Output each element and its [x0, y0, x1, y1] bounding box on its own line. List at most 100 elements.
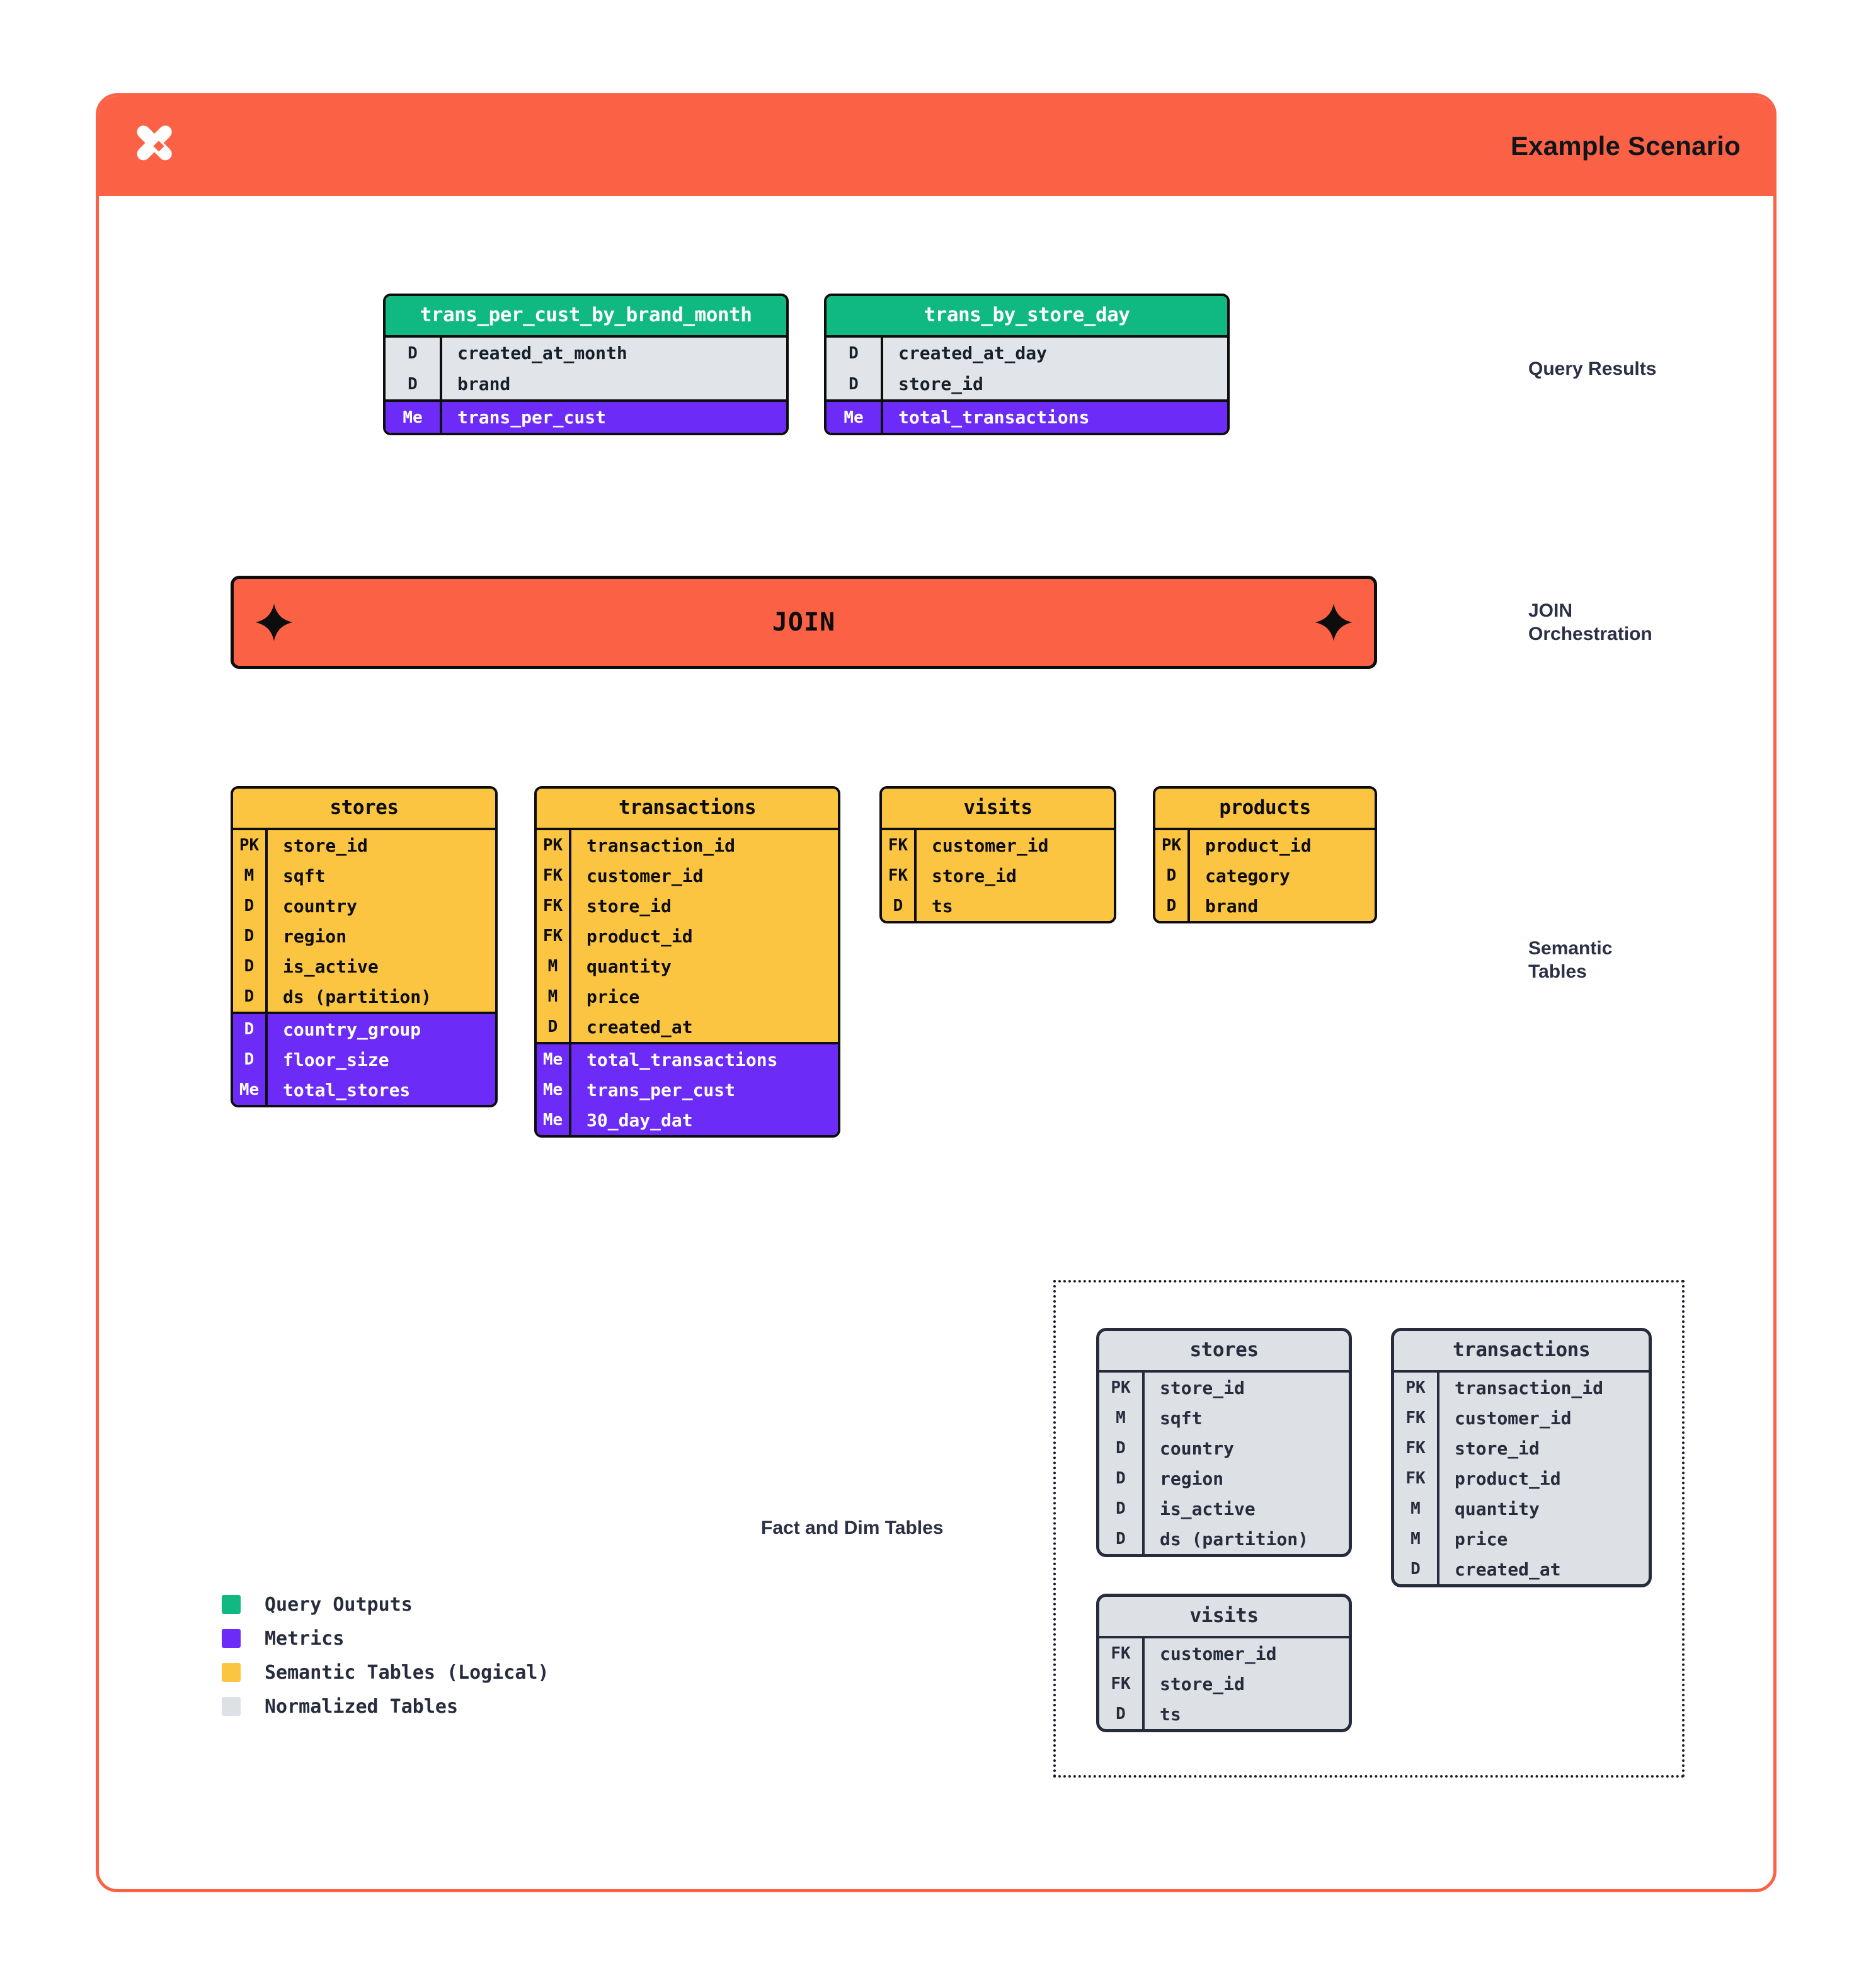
legend-label: Normalized Tables: [265, 1695, 459, 1718]
row-key: D: [827, 338, 883, 368]
query-result-table-trans-by-store-day[interactable]: trans_by_store_day D created_at_day D st…: [824, 294, 1230, 435]
row-field: store_id: [898, 374, 983, 394]
table-title: transactions: [537, 789, 838, 830]
table-row: FK store_id: [1099, 1669, 1349, 1699]
row-key: M: [1394, 1494, 1439, 1524]
row-key: PK: [1099, 1373, 1145, 1403]
row-field: total_transactions: [898, 407, 1090, 428]
row-field: created_at_month: [457, 343, 627, 363]
row-key: D: [537, 1012, 571, 1042]
row-key: Me: [233, 1075, 268, 1105]
row-key: D: [1155, 891, 1190, 921]
legend-item: Metrics: [222, 1621, 549, 1655]
table-row: Me trans_per_cust: [537, 1075, 838, 1105]
join-annotation-line1: JOIN: [1528, 600, 1573, 621]
row-key: Me: [827, 402, 883, 433]
row-key: D: [1155, 860, 1190, 891]
row-key: D: [233, 1044, 268, 1075]
join-orchestration-bar[interactable]: JOIN: [231, 576, 1377, 669]
table-row: FK product_id: [537, 921, 838, 951]
legend-item: Normalized Tables: [222, 1689, 549, 1723]
row-key: D: [386, 368, 442, 399]
row-field: customer_id: [932, 835, 1049, 856]
row-field: customer_id: [586, 865, 704, 886]
sparkle-icon: [254, 602, 294, 643]
row-key: FK: [1394, 1463, 1439, 1494]
row-field: price: [1455, 1528, 1508, 1550]
row-field: sqft: [1160, 1407, 1203, 1429]
row-key: FK: [537, 921, 571, 951]
row-key: FK: [1099, 1669, 1145, 1699]
join-annotation-line2: Orchestration: [1528, 623, 1652, 644]
row-field: ts: [1160, 1703, 1181, 1725]
row-key: M: [1099, 1403, 1145, 1433]
row-field: product_id: [586, 925, 693, 947]
row-key: Me: [386, 402, 442, 433]
row-field: customer_id: [1160, 1643, 1277, 1664]
row-field: floor_size: [283, 1049, 389, 1070]
table-row: Me trans_per_cust: [386, 402, 786, 433]
row-field: quantity: [1455, 1498, 1540, 1519]
row-key: D: [1099, 1433, 1145, 1463]
dimension-group: D created_at_day D store_id: [827, 338, 1227, 399]
row-field: store_id: [1160, 1673, 1245, 1694]
row-field: product_id: [1205, 835, 1312, 856]
row-field: trans_per_cust: [586, 1079, 736, 1100]
card-header: Example Scenario: [99, 96, 1773, 196]
row-key: Me: [537, 1075, 571, 1105]
semantic-annotation-line1: Semantic: [1528, 938, 1613, 959]
dimension-group: D created_at_month D brand: [386, 338, 786, 399]
semantic-annotation-line2: Tables: [1528, 961, 1587, 982]
row-key: M: [537, 981, 571, 1012]
row-field: is_active: [1160, 1498, 1256, 1519]
row-field: store_id: [283, 835, 368, 856]
row-field: total_stores: [283, 1079, 411, 1100]
row-key: D: [233, 921, 268, 951]
row-field: country_group: [283, 1019, 421, 1040]
row-field: customer_id: [1455, 1407, 1572, 1429]
row-field: sqft: [283, 865, 326, 886]
table-row: FK customer_id: [1394, 1403, 1649, 1433]
row-field: region: [283, 925, 347, 947]
metric-group: Me total_transactions: [827, 399, 1227, 433]
row-key: D: [827, 368, 883, 399]
row-field: total_transactions: [586, 1049, 778, 1070]
row-field: brand: [457, 374, 511, 394]
table-title: stores: [1099, 1331, 1349, 1373]
row-key: FK: [1394, 1403, 1439, 1433]
row-key: Me: [537, 1044, 571, 1075]
query-result-table-trans-per-cust-by-brand-month[interactable]: trans_per_cust_by_brand_month D created_…: [383, 294, 789, 435]
row-field: store_id: [1455, 1437, 1540, 1459]
legend-swatch-normalized-tables: [222, 1697, 241, 1716]
sparkle-icon: [1313, 602, 1354, 643]
row-key: D: [1099, 1699, 1145, 1729]
row-field: ts: [932, 895, 953, 917]
row-field: 30_day_dat: [586, 1109, 693, 1131]
row-key: D: [1099, 1494, 1145, 1524]
table-row: D store_id: [827, 368, 1227, 399]
